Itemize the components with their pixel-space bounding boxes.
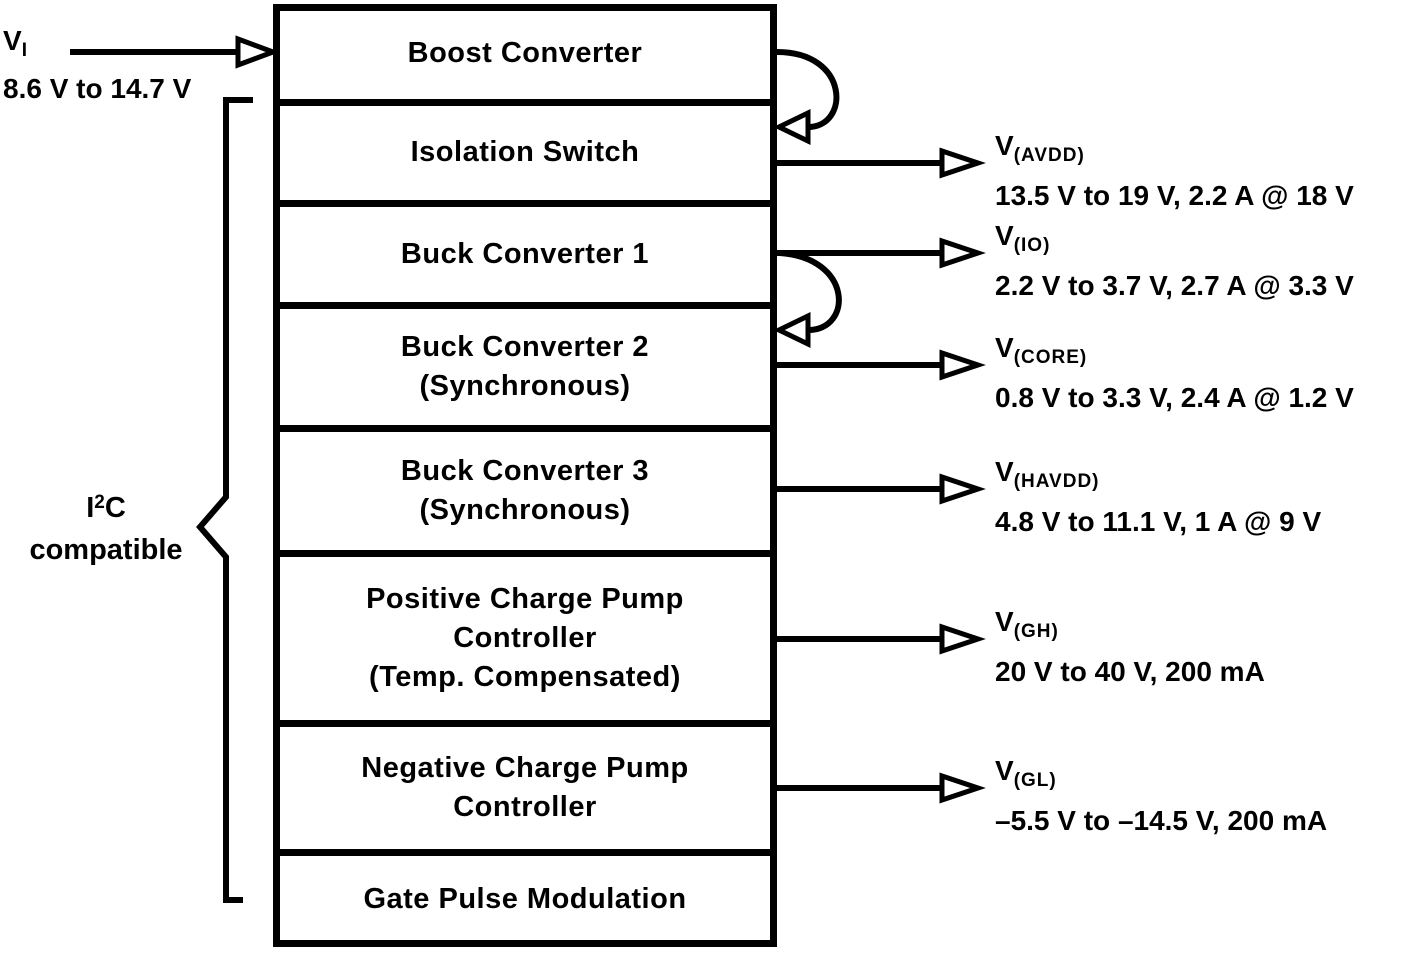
block-label: Boost Converter	[407, 36, 643, 69]
output-arrowhead-core-icon	[939, 349, 986, 381]
feedback-arc-boost-to-isolation	[776, 49, 840, 130]
output-io: V(IO) 2.2 V to 3.7 V, 2.7 A @ 3.3 V	[995, 216, 1354, 306]
output-arrowhead-havdd-icon	[939, 473, 986, 505]
block-label: Buck Converter 3	[400, 454, 650, 487]
feedback-arrowhead-buck2-icon	[773, 312, 811, 348]
block-label: Negative Charge Pump	[361, 751, 689, 784]
output-havdd: V(HAVDD) 4.8 V to 11.1 V, 1 A @ 9 V	[995, 452, 1321, 542]
input-voltage-range: 8.6 V to 14.7 V	[3, 73, 192, 104]
feedback-arc-buck1-to-buck2	[779, 250, 842, 333]
block-label: Controller	[453, 790, 597, 823]
output-voltage-spec: 4.8 V to 11.1 V, 1 A @ 9 V	[995, 506, 1322, 537]
block-stack-outline	[273, 4, 777, 947]
output-arrowhead-avdd-icon	[939, 147, 986, 179]
block-isolation-switch: Isolation Switch	[282, 102, 768, 203]
i2c-line2: compatible	[29, 534, 183, 566]
output-voltage-spec: 2.2 V to 3.7 V, 2.7 A @ 3.3 V	[995, 270, 1354, 301]
block-label: Isolation Switch	[410, 136, 640, 168]
output-voltage-name: V(IO)	[995, 220, 1051, 256]
block-divider	[273, 99, 777, 106]
block-buck-converter-2: Buck Converter 2 (Synchronous)	[282, 305, 768, 428]
block-label: Positive Charge Pump	[366, 582, 684, 615]
output-voltage-name: V(CORE)	[995, 332, 1088, 368]
output-arrowhead-gh-icon	[939, 623, 986, 655]
block-label: Controller	[453, 621, 597, 654]
output-arrowhead-io-icon	[939, 237, 986, 269]
input-annotation: VI 8.6 V to 14.7 V	[3, 22, 191, 108]
block-label: (Synchronous)	[419, 369, 631, 402]
block-negative-charge-pump: Negative Charge Pump Controller	[282, 723, 768, 852]
output-voltage-name: V(GL)	[995, 755, 1057, 791]
block-divider	[273, 425, 777, 432]
block-label: (Synchronous)	[419, 493, 631, 526]
block-divider	[273, 720, 777, 727]
feedback-arrowhead-isolation-icon	[773, 109, 811, 145]
output-voltage-name: V(HAVDD)	[995, 456, 1100, 492]
output-avdd: V(AVDD) 13.5 V to 19 V, 2.2 A @ 18 V	[995, 126, 1354, 216]
block-gate-pulse-modulation: Gate Pulse Modulation	[282, 852, 768, 947]
block-label: Gate Pulse Modulation	[363, 883, 687, 915]
block-divider	[273, 200, 777, 207]
output-voltage-name: V(GH)	[995, 606, 1059, 642]
block-divider	[273, 849, 777, 856]
block-divider	[273, 550, 777, 557]
block-boost-converter: Boost Converter	[282, 4, 768, 102]
output-voltage-spec: 0.8 V to 3.3 V, 2.4 A @ 1.2 V	[995, 382, 1354, 413]
block-divider	[273, 302, 777, 309]
block-label: (Temp. Compensated)	[369, 660, 681, 693]
output-gl: V(GL) –5.5 V to –14.5 V, 200 mA	[995, 751, 1327, 841]
output-voltage-spec: 13.5 V to 19 V, 2.2 A @ 18 V	[995, 180, 1354, 211]
input-arrowhead-icon	[235, 35, 281, 69]
output-core: V(CORE) 0.8 V to 3.3 V, 2.4 A @ 1.2 V	[995, 328, 1354, 418]
output-voltage-name: V(AVDD)	[995, 130, 1085, 166]
block-buck-converter-3: Buck Converter 3 (Synchronous)	[282, 428, 768, 553]
i2c-compatible-label: I2C compatible	[0, 482, 212, 571]
i2c-line1: I2C	[86, 492, 126, 524]
block-label: Buck Converter 2	[400, 330, 650, 363]
output-voltage-spec: 20 V to 40 V, 200 mA	[995, 656, 1265, 687]
output-voltage-spec: –5.5 V to –14.5 V, 200 mA	[995, 805, 1328, 836]
block-label: Buck Converter 1	[400, 237, 650, 270]
output-gh: V(GH) 20 V to 40 V, 200 mA	[995, 602, 1265, 692]
output-arrowhead-gl-icon	[939, 772, 986, 804]
block-positive-charge-pump: Positive Charge Pump Controller (Temp. C…	[282, 553, 768, 723]
block-buck-converter-1: Buck Converter 1	[282, 203, 768, 305]
input-voltage-name: VI	[3, 25, 28, 61]
